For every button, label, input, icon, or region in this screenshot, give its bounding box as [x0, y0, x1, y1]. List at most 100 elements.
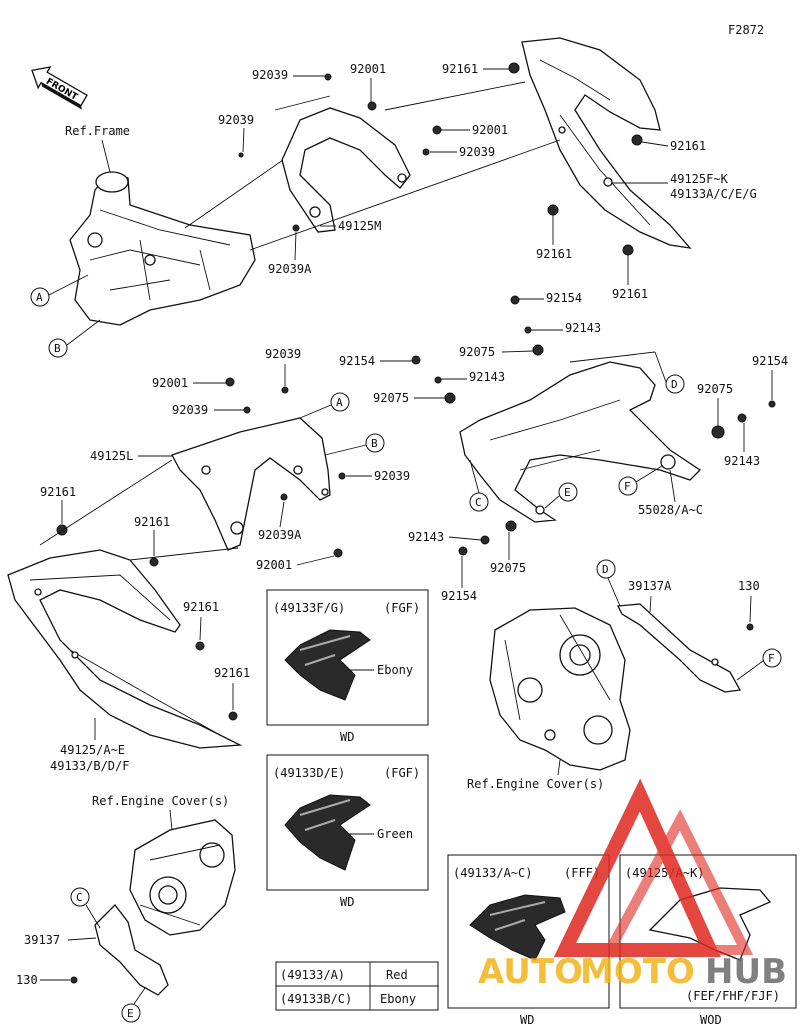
- pn-92143-b: 92143: [469, 370, 505, 384]
- svg-text:(49125/A~K): (49125/A~K): [625, 866, 704, 880]
- fasteners-top: [238, 62, 643, 256]
- pn-92161-e: 92161: [40, 485, 76, 499]
- svg-text:(49133/A~C): (49133/A~C): [453, 866, 532, 880]
- pn-92161-d: 92161: [612, 287, 648, 301]
- front-arrow: FRONT: [31, 66, 88, 110]
- svg-text:A: A: [36, 291, 43, 304]
- frame-illustration: [69, 171, 256, 326]
- callout-e-mid: E: [558, 482, 578, 502]
- svg-text:A: A: [336, 396, 343, 409]
- ref-frame-label: Ref.Frame: [65, 124, 130, 138]
- engine-cover-left: [129, 819, 236, 936]
- pn-92161-f: 92161: [134, 515, 170, 529]
- pn-49133aceg: 49133A/C/E/G: [670, 187, 757, 201]
- pn-92143-a: 92143: [565, 321, 601, 335]
- pn-92161-b: 92161: [670, 139, 706, 153]
- watermark-text-hub: HUB: [705, 952, 787, 992]
- svg-text:(FFF): (FFF): [564, 866, 600, 880]
- pn-92154-a: 92154: [546, 291, 582, 305]
- variant-box-fgf-green: (49133D/E) (FGF) Green: [266, 754, 429, 891]
- callout-c-mid: C: [469, 492, 489, 512]
- pn-92161-a: 92161: [442, 62, 478, 76]
- svg-text:F: F: [624, 480, 631, 493]
- svg-text:E: E: [564, 486, 571, 499]
- svg-text:(FGF): (FGF): [384, 766, 420, 780]
- variant-box-fgf-ebony: (49133F/G) (FGF) Ebony: [266, 589, 429, 726]
- color-table-part-2: (49133B/C): [280, 992, 352, 1006]
- svg-text:D: D: [602, 563, 609, 576]
- pn-49133bdf: 49133/B/D/F: [50, 759, 129, 773]
- pn-49125m: 49125M: [338, 219, 381, 233]
- callout-c-lower: C: [70, 887, 90, 907]
- svg-text:F: F: [768, 652, 775, 665]
- pn-92075-a: 92075: [459, 345, 495, 359]
- svg-text:C: C: [475, 496, 482, 509]
- pn-92075-b: 92075: [373, 391, 409, 405]
- pn-92154-c: 92154: [752, 354, 788, 368]
- svg-text:D: D: [671, 378, 678, 391]
- variant-box-fff: (49133/A~C) (FFF): [447, 854, 610, 1009]
- color-table-part-1: (49133/A): [280, 968, 345, 982]
- engine-cover-right: [489, 607, 631, 771]
- pn-39137a: 39137A: [628, 579, 672, 593]
- watermark-logo: AUTO MOTO HUB: [478, 778, 787, 992]
- svg-text:B: B: [371, 437, 378, 450]
- svg-text:E: E: [127, 1007, 134, 1020]
- pn-92001-b: 92001: [472, 123, 508, 137]
- pn-92039-f: 92039: [374, 469, 410, 483]
- color-table: (49133/A) Red (49133B/C) Ebony: [275, 961, 439, 1011]
- callout-b-frame: B: [48, 338, 68, 358]
- callout-d-mid: D: [665, 374, 685, 394]
- pn-49125fk: 49125F~K: [670, 172, 729, 186]
- svg-text:(FGF): (FGF): [384, 601, 420, 615]
- watermark-text-moto: MOTO: [580, 952, 695, 992]
- pn-49125l: 49125L: [90, 449, 133, 463]
- bracket-55028: [459, 361, 702, 523]
- callout-e-lower: E: [121, 1003, 141, 1023]
- pn-92039-d: 92039: [265, 347, 301, 361]
- side-panel-lower-left: [7, 549, 243, 749]
- pn-92039a-b: 92039A: [258, 528, 302, 542]
- shroud-upper-right: [521, 37, 692, 249]
- callout-a-frame: A: [30, 287, 50, 307]
- callout-f-engine: F: [762, 648, 782, 668]
- pn-92161-g: 92161: [183, 600, 219, 614]
- svg-text:C: C: [76, 891, 83, 904]
- pn-92075-d: 92075: [490, 561, 526, 575]
- pn-130-a: 130: [738, 579, 760, 593]
- bracket-49125m: [281, 107, 411, 233]
- pn-92001-c: 92001: [152, 376, 188, 390]
- variant-k-caption: WOD: [700, 1013, 722, 1027]
- svg-text:Ebony: Ebony: [377, 663, 413, 677]
- pn-92154-d: 92154: [441, 589, 477, 603]
- callout-f-mid: F: [618, 476, 638, 496]
- svg-text:Green: Green: [377, 827, 413, 841]
- ref-engine-cover-left: Ref.Engine Cover(s): [92, 794, 229, 808]
- pn-92039-a: 92039: [252, 68, 288, 82]
- pn-92039a-a: 92039A: [268, 262, 312, 276]
- pn-39137: 39137: [24, 933, 60, 947]
- variant-fgf2-caption: WD: [340, 895, 354, 909]
- pn-92039-e: 92039: [172, 403, 208, 417]
- pn-130-b: 130: [16, 973, 38, 987]
- svg-text:B: B: [54, 342, 61, 355]
- figure-code: F2872: [728, 23, 764, 37]
- color-table-color-1: Red: [386, 968, 408, 982]
- svg-text:(49133F/G): (49133F/G): [273, 601, 345, 615]
- variant-fgf1-caption: WD: [340, 730, 354, 744]
- callout-d-engine: D: [596, 559, 616, 579]
- svg-text:(FEF/FHF/FJF): (FEF/FHF/FJF): [686, 989, 780, 1003]
- callout-a-mid: A: [330, 392, 350, 412]
- pn-92075-c: 92075: [697, 382, 733, 396]
- pn-55028: 55028/A~C: [638, 503, 703, 517]
- pn-92039-b: 92039: [218, 113, 254, 127]
- bolt-130-left: [70, 976, 78, 984]
- variant-fff-caption: WD: [520, 1013, 534, 1027]
- bolt-130-right: [746, 623, 754, 631]
- bracket-39137: [94, 904, 169, 996]
- pn-92154-b: 92154: [339, 354, 375, 368]
- pn-92161-h: 92161: [214, 666, 250, 680]
- watermark-text-auto: AUTO: [478, 952, 583, 992]
- pn-92039-c: 92039: [459, 145, 495, 159]
